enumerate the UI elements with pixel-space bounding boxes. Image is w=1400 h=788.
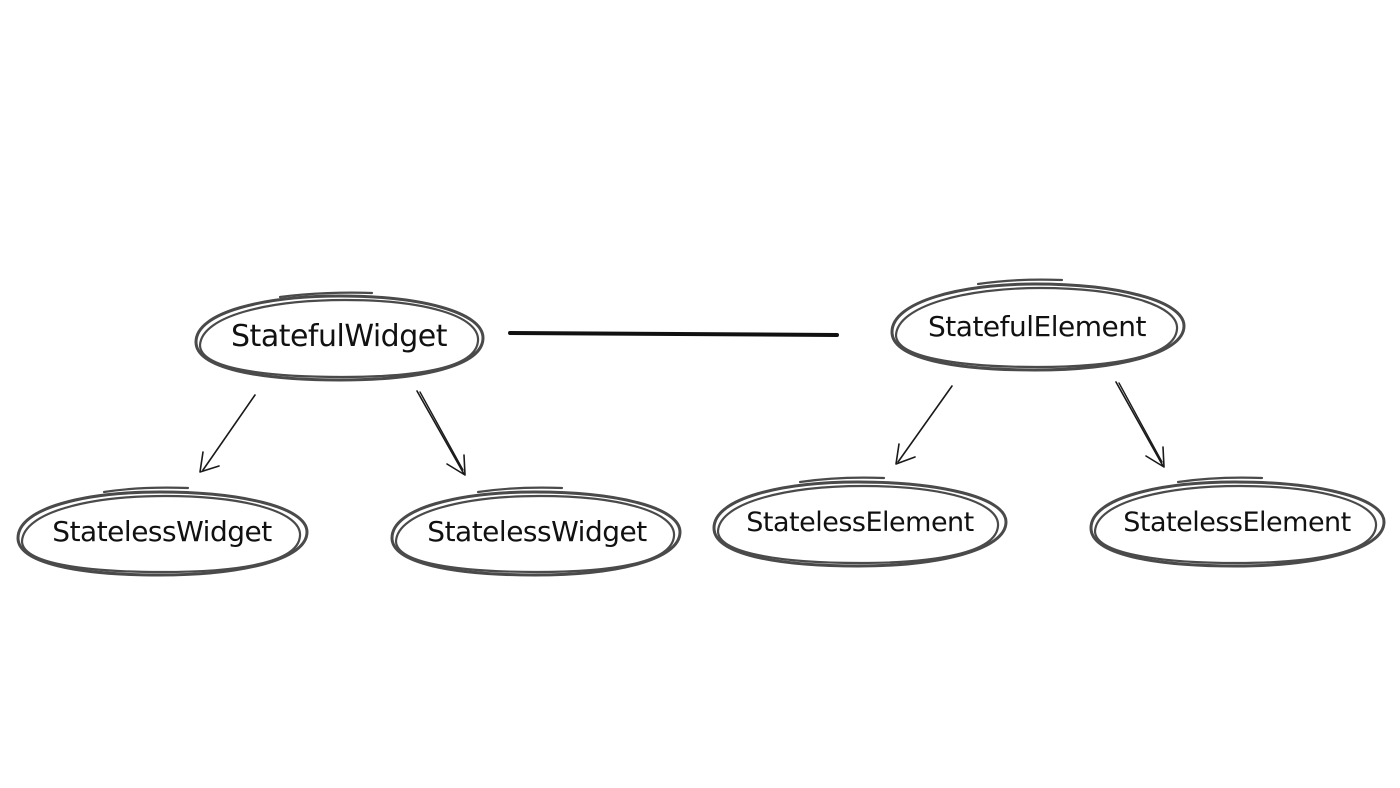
arrow-head <box>1145 446 1165 468</box>
arrow-shaft <box>897 385 953 463</box>
node-stateless-element-right: StatelessElement <box>1089 476 1386 568</box>
arrow-element-to-stateless-left <box>895 385 953 465</box>
arrow-shaft <box>416 390 465 475</box>
node-label: StatefulElement <box>928 310 1146 343</box>
arrow-shaft <box>202 394 256 471</box>
node-outline-stroke <box>716 484 1000 565</box>
node-label: StatefulWidget <box>231 319 448 354</box>
arrow-shaft <box>1115 381 1164 467</box>
node-outline-flourish <box>976 278 1064 286</box>
node-stateful-widget: StatefulWidget <box>194 291 485 382</box>
node-label: StatelessWidget <box>427 515 647 548</box>
arrow-widget-to-stateless-right <box>416 390 466 476</box>
node-label: StatelessElement <box>1123 507 1351 538</box>
node-outline <box>712 480 1008 568</box>
node-stateless-widget-right: StatelessWidget <box>390 486 682 577</box>
arrow-shaft-sketch <box>419 391 464 471</box>
arrow-head <box>446 454 466 476</box>
arrow-head <box>895 443 916 465</box>
node-outline-flourish <box>102 486 190 494</box>
node-outline-flourish <box>476 486 564 494</box>
node-outline-flourish <box>278 291 374 299</box>
node-outline <box>16 490 309 577</box>
node-outline-flourish <box>1176 476 1264 484</box>
node-outline-stroke <box>198 298 480 379</box>
node-stateless-widget-left: StatelessWidget <box>16 486 309 577</box>
node-outline-stroke <box>394 494 676 574</box>
node-outline <box>1089 480 1386 568</box>
node-outline-stroke <box>1093 484 1378 565</box>
node-label: StatelessElement <box>746 507 974 538</box>
node-outline-stroke <box>894 286 1179 369</box>
node-stateless-element-left: StatelessElement <box>712 476 1008 568</box>
arrow-head <box>199 451 220 473</box>
arrow-widget-to-stateless-left <box>199 394 256 473</box>
widget-element-connector <box>508 331 839 337</box>
node-outline <box>390 490 682 577</box>
node-outline-stroke <box>20 494 302 574</box>
node-stateful-element: StatefulElement <box>890 278 1186 372</box>
node-outline <box>890 282 1186 372</box>
node-outline-flourish <box>798 476 886 484</box>
node-outline <box>194 294 485 382</box>
arrow-shaft-sketch <box>1118 382 1163 463</box>
node-label: StatelessWidget <box>52 515 272 548</box>
arrow-element-to-stateless-right <box>1115 381 1165 468</box>
